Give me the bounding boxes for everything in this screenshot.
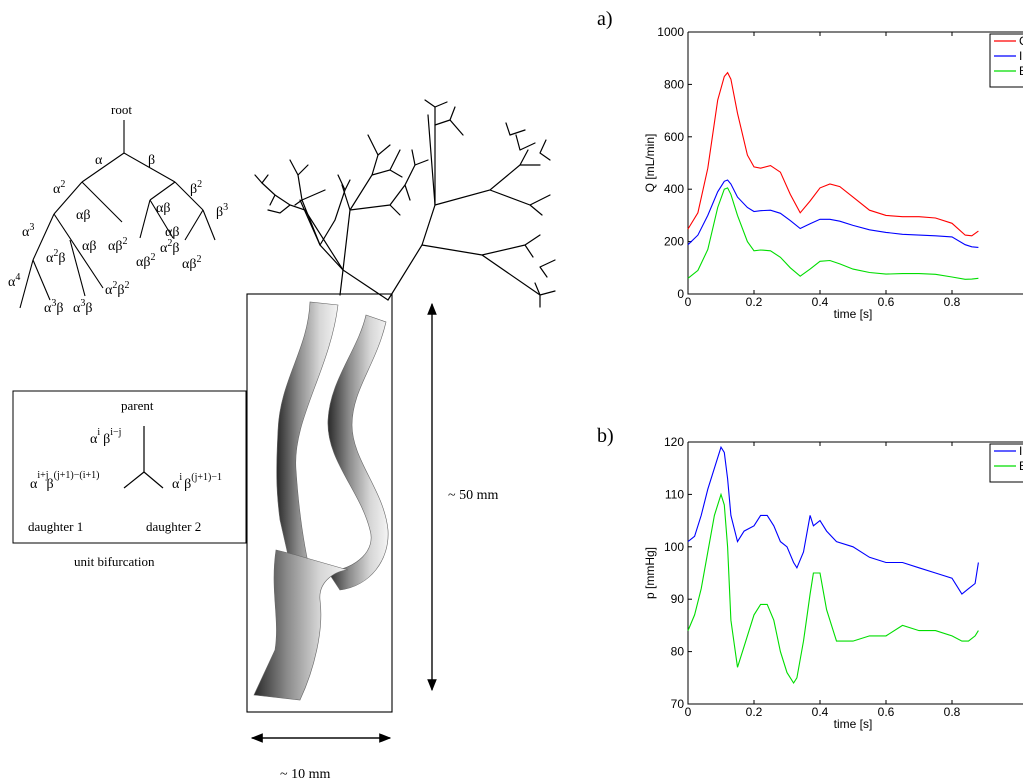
daughter2-label: daughter 2	[146, 519, 201, 534]
panel-label-b: b)	[597, 425, 614, 447]
chart-a-xtick-label: 0.2	[746, 295, 763, 309]
alpha4-label: α4	[8, 272, 20, 290]
alpha-beta2-label-2: αβ2	[136, 252, 155, 270]
alpha-beta-label-4: αβ	[165, 225, 179, 240]
chart-b-legend: ICAECA	[989, 443, 1023, 483]
alpha3-beta-label: α3β	[44, 298, 63, 316]
eca-branch-surface	[327, 314, 389, 591]
chart-b-ytick-label: 80	[671, 645, 685, 659]
chart-a-ytick-label: 800	[664, 77, 684, 91]
alpha-beta-label-2: αβ	[156, 201, 170, 216]
chart-a-xtick-label: 0	[685, 295, 692, 309]
chart-a-xtick-label: 0.4	[812, 295, 829, 309]
chart-b-legend-label-eca: ECA	[1019, 459, 1023, 473]
vessel-frame	[246, 293, 393, 713]
alpha3-label: α3	[22, 222, 34, 240]
chart-a-series-eca	[687, 187, 979, 280]
chart-b-x-axis-label: time [s]	[834, 717, 873, 731]
alpha-beta-label-3: αβ	[82, 239, 96, 254]
panel-label-a: a)	[597, 8, 613, 30]
chart-a-ytick-label: 600	[664, 130, 684, 144]
height-dimension-label: ~ 50 mm	[448, 488, 498, 503]
flow-rate-chart: 0 200 400 600 800 1000 0 0.2 0.4 0.6 0.8 time [s] Q …	[643, 25, 1023, 321]
beta2-label: β2	[190, 179, 202, 197]
chart-a-xtick-label: 0.8	[944, 295, 961, 309]
carotid-bifurcation-model: ~ 50 mm ~ 10 mm	[246, 293, 498, 782]
alpha-label: α	[95, 153, 103, 168]
chart-a-axis-frame	[687, 32, 1023, 295]
unit-bifurcation-frame	[12, 390, 247, 544]
daughter1-label: daughter 1	[28, 519, 83, 534]
chart-b-ytick-label: 120	[664, 435, 684, 449]
chart-b-xtick-label: 0.8	[944, 705, 961, 719]
chart-b-axes: 70 80 90 100 110 120 0 0.2 0.4 0.6 0.8 time [s] p [m…	[643, 435, 1023, 731]
chart-b-ytick-label: 100	[664, 540, 684, 554]
alpha-beta-label-1: αβ	[76, 208, 90, 223]
chart-a-series-cca	[687, 71, 979, 237]
chart-a-lines	[687, 71, 979, 280]
chart-b-xtick-label: 0.6	[878, 705, 895, 719]
chart-b-ytick-label: 90	[671, 592, 685, 606]
width-dimension-label: ~ 10 mm	[280, 767, 330, 782]
chart-a-ytick-label: 1000	[657, 25, 684, 39]
chart-b-series-ica	[687, 445, 979, 595]
alpha2-beta2-label: α2β2	[105, 280, 129, 298]
chart-a-axes: 0 200 400 600 800 1000 0 0.2 0.4 0.6 0.8 time [s] Q …	[643, 25, 1023, 321]
alpha2-beta-label: α2β	[46, 248, 65, 266]
alpha-beta2-label-3: αβ2	[182, 254, 201, 272]
ica-branch-surface	[276, 301, 339, 591]
chart-b-ytick-label: 110	[665, 487, 684, 501]
chart-b-legend-box	[989, 443, 1023, 483]
chart-a-legend-label-eca: ECA	[1019, 64, 1023, 78]
alpha3-beta-label-2: α3β	[73, 298, 92, 316]
chart-b-ytick-label: 70	[671, 697, 685, 711]
fractal-tree-illustration	[254, 99, 556, 308]
chart-a-legend-label-ica: ICA	[1019, 49, 1023, 63]
chart-b-series-eca	[687, 492, 979, 685]
unit-bifurcation-caption: unit bifurcation	[74, 554, 155, 569]
bifurcation-tree-diagram: root α β α2 β2 α3 αβ αβ β3 αβ αβ α2β αβ2…	[8, 102, 228, 316]
chart-b-xtick-label: 0.4	[812, 705, 829, 719]
chart-a-x-axis-label: time [s]	[834, 307, 873, 321]
chart-a-y-axis-label: Q [mL/min]	[643, 134, 657, 193]
chart-b-y-axis-label: p [mmHg]	[643, 547, 657, 599]
alpha-beta2-label-1: αβ2	[108, 236, 127, 254]
chart-a-ytick-label: 400	[664, 182, 684, 196]
root-label: root	[111, 102, 132, 117]
chart-a-legend: CCAICAECA	[989, 33, 1023, 88]
chart-b-xtick-label: 0.2	[746, 705, 763, 719]
chart-a-legend-box	[989, 33, 1023, 88]
chart-a-ytick-label: 200	[664, 235, 684, 249]
beta3-label: β3	[216, 202, 228, 220]
chart-b-lines	[687, 445, 979, 685]
pressure-chart: 70 80 90 100 110 120 0 0.2 0.4 0.6 0.8 time [s] p [m…	[643, 435, 1023, 731]
alpha2-beta-label-2: α2β	[160, 238, 179, 256]
chart-b-xtick-label: 0	[685, 705, 692, 719]
chart-a-xtick-label: 0.6	[878, 295, 895, 309]
chart-a-legend-label-cca: CCA	[1019, 34, 1023, 48]
alpha2-label: α2	[53, 179, 65, 197]
chart-a-ytick-label: 0	[677, 287, 684, 301]
beta-label: β	[148, 153, 155, 168]
chart-a-series-ica	[687, 179, 979, 248]
chart-b-legend-label-ica: ICA	[1019, 444, 1023, 458]
cca-trunk-surface	[253, 549, 349, 701]
parent-label: parent	[121, 398, 154, 413]
